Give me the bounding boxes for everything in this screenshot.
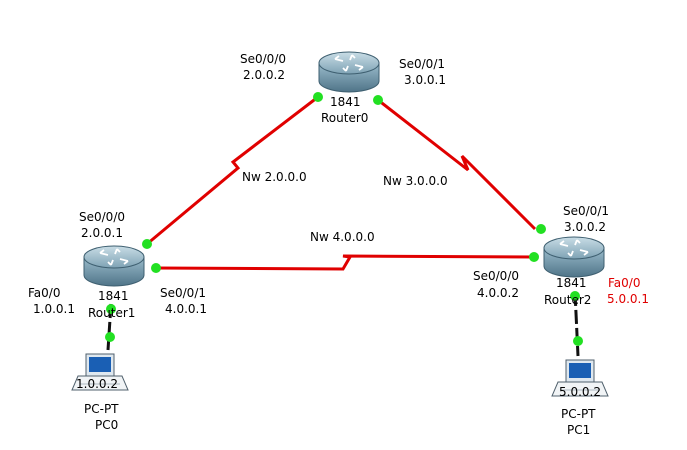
network-label-4: Nw 4.0.0.0: [310, 230, 375, 244]
port-dot: [570, 291, 580, 301]
port-dot: [313, 92, 323, 102]
serial-link-r0-r2[interactable]: [377, 98, 537, 231]
pc1-type: PC-PT: [561, 407, 596, 421]
port-dot: [142, 239, 152, 249]
network-label-3: Nw 3.0.0.0: [383, 174, 448, 188]
pc0-name: PC0: [95, 418, 118, 432]
pc0-type: PC-PT: [84, 402, 119, 416]
port-dot: [373, 95, 383, 105]
port-dot: [573, 336, 583, 346]
router2-icon[interactable]: [543, 236, 605, 278]
port-dot: [536, 224, 546, 234]
router2-name: Router2: [544, 293, 591, 307]
r1-se001-name: Se0/0/1: [160, 286, 206, 300]
router2-model: 1841: [556, 276, 587, 290]
port-dot: [105, 332, 115, 342]
router1-icon[interactable]: [83, 245, 145, 287]
r2-fa00-name: Fa0/0: [608, 276, 640, 290]
pc1-name: PC1: [567, 423, 590, 437]
r1-se000-name: Se0/0/0: [79, 210, 125, 224]
r1-se000-ip: 2.0.0.1: [81, 226, 123, 240]
r2-se000-ip: 4.0.0.2: [477, 286, 519, 300]
r1-fa00-name: Fa0/0: [28, 286, 60, 300]
r0-se001-ip: 3.0.0.1: [404, 73, 446, 87]
port-indicators: [105, 92, 583, 346]
r2-se001-ip: 3.0.0.2: [564, 220, 606, 234]
serial-link-r0-r1[interactable]: [146, 95, 319, 246]
router1-name: Router1: [88, 306, 135, 320]
serial-link-r1-r2[interactable]: [155, 254, 536, 271]
r0-se000-ip: 2.0.0.2: [243, 68, 285, 82]
network-label-2: Nw 2.0.0.0: [242, 170, 307, 184]
router1-model: 1841: [98, 289, 129, 303]
router0-icon[interactable]: [318, 51, 380, 93]
port-dot: [106, 304, 116, 314]
r2-se001-name: Se0/0/1: [563, 204, 609, 218]
r2-se000-name: Se0/0/0: [473, 269, 519, 283]
pc0-ip: 1.0.0.2: [76, 377, 118, 391]
pc1-ip: 5.0.0.2: [559, 385, 601, 399]
port-dot: [529, 252, 539, 262]
port-dot: [151, 263, 161, 273]
r1-se001-ip: 4.0.0.1: [165, 302, 207, 316]
router0-model: 1841: [330, 95, 361, 109]
r0-se001-name: Se0/0/1: [399, 57, 445, 71]
router0-name: Router0: [321, 111, 368, 125]
r2-fa00-ip: 5.0.0.1: [607, 292, 649, 306]
r1-fa00-ip: 1.0.0.1: [33, 302, 75, 316]
r0-se000-name: Se0/0/0: [240, 52, 286, 66]
ethernet-link-r2-pc1[interactable]: [573, 291, 580, 357]
